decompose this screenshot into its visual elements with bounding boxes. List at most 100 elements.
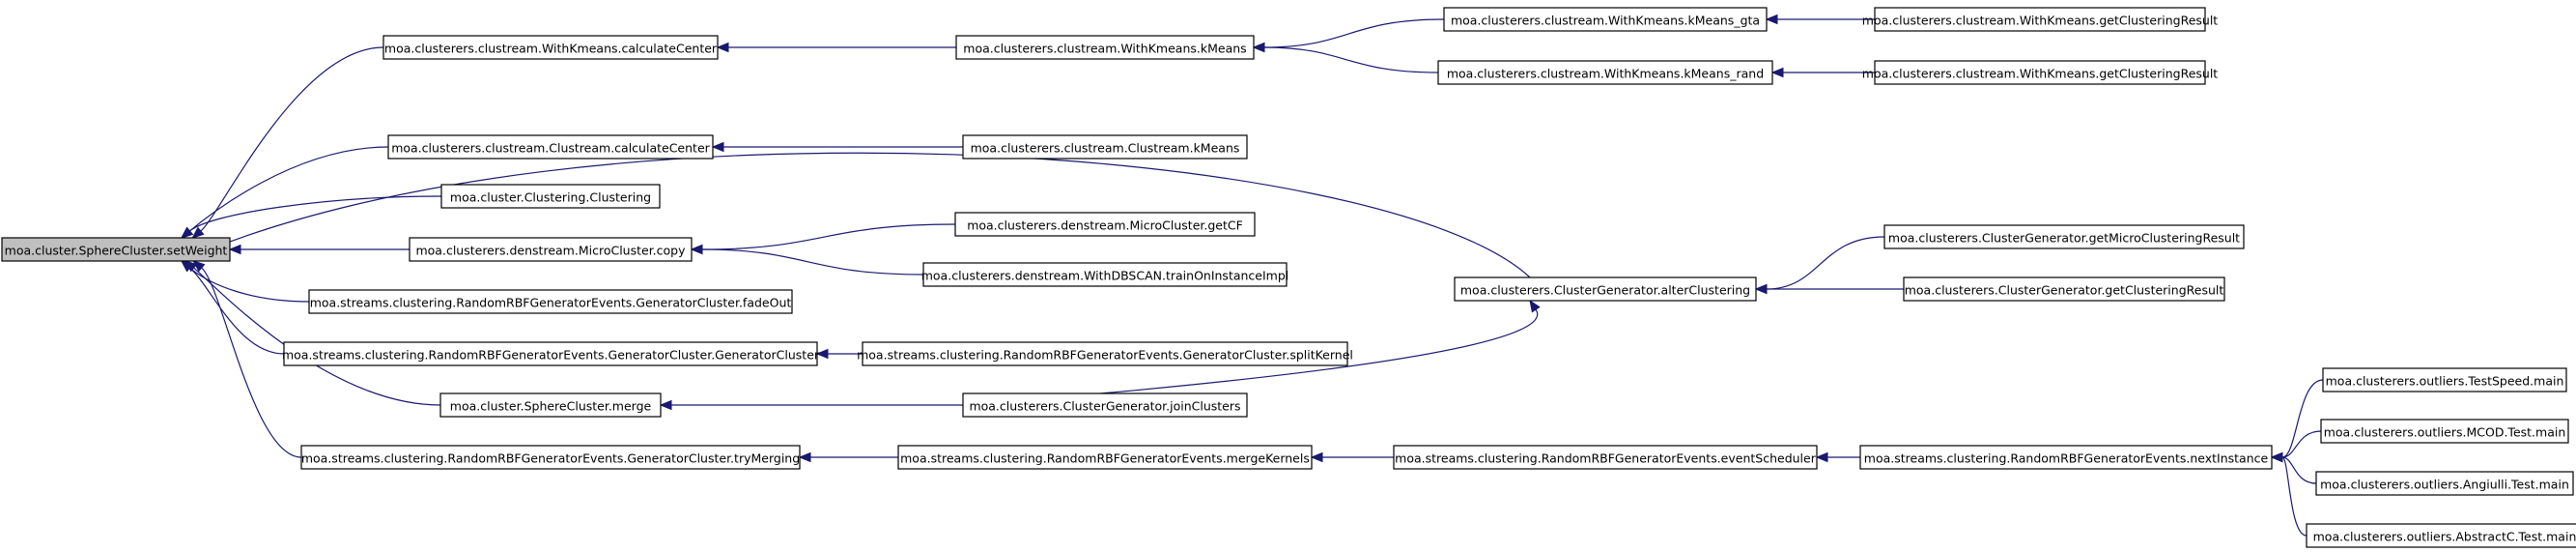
edge-n19-to-n15 [1310,451,1394,463]
edge-line [701,248,924,276]
edge-line [701,223,956,250]
edge-n8-to-n0 [192,260,302,458]
arrowhead [1310,451,1323,463]
node-box [1874,7,2206,32]
node-box [1437,60,1773,85]
node-label: moa.streams.clustering.RandomRBFGenerato… [900,451,1310,466]
edge-n3-to-n0 [180,195,442,239]
node-label: moa.clusterers.outliers.AbstractC.Test.m… [2313,530,2576,544]
nodes-layer: moa.cluster.SphereCluster.setWeight moa.c… [1,7,2576,548]
node-label: moa.clusterers.denstream.MicroCluster.ge… [967,218,1243,233]
caller-node[interactable]: moa.streams.clustering.RandomRBFGenerato… [300,445,801,470]
edge-line [193,267,441,406]
caller-node[interactable]: moa.clusterers.clustream.WithKmeans.kMea… [1443,7,1768,32]
node-box [1393,445,1818,470]
node-box [2322,367,2567,392]
node-label: moa.clusterers.denstream.WithDBSCAN.trai… [921,269,1289,283]
node-label: moa.clusterers.clustream.WithKmeans.calc… [384,42,718,56]
node-label: moa.streams.clustering.RandomRBFGenerato… [282,348,820,363]
node-box [962,392,1248,418]
arrowhead [1765,14,1778,25]
node-label: moa.clusterers.ClusterGenerator.getMicro… [1888,231,2240,246]
caller-node[interactable]: moa.clusterers.ClusterGenerator.joinClus… [962,392,1248,418]
edge-n25-to-n24 [2270,379,2324,463]
node-label: moa.clusterers.clustream.WithKmeans.getC… [1862,67,2219,81]
node-label: moa.clusterers.clustream.WithKmeans.kMea… [963,42,1246,56]
caller-node[interactable]: moa.clusterers.ClusterGenerator.getMicro… [1883,224,2245,249]
caller-node[interactable]: moa.clusterers.outliers.TestSpeed.main [2322,367,2567,392]
edge-n24-to-n19 [1815,451,1860,463]
node-label: moa.clusterers.clustream.Clustream.kMean… [971,141,1240,156]
node-label: moa.streams.clustering.RandomRBFGenerato… [1864,451,2269,466]
edge-n7-to-n0 [184,260,441,406]
node-label: moa.cluster.SphereCluster.setWeight [5,244,228,258]
caller-node[interactable]: moa.streams.clustering.RandomRBFGenerato… [282,341,820,366]
caller-node[interactable]: moa.clusterers.outliers.MCOD.Test.main [2320,419,2569,444]
caller-node[interactable]: moa.clusterers.clustream.WithKmeans.kMea… [1437,60,1773,85]
edge-n11-to-n4 [690,223,956,255]
caller-node[interactable]: moa.clusterers.denstream.WithDBSCAN.trai… [921,262,1289,287]
node-box [382,35,719,60]
edge-n1-to-n0 [191,46,384,239]
caller-node[interactable]: moa.clusterers.clustream.Clustream.calcu… [387,134,714,160]
node-label: moa.streams.clustering.RandomRBFGenerato… [857,348,1353,363]
caller-node[interactable]: moa.streams.clustering.RandomRBFGenerato… [1859,445,2273,470]
arrowhead [798,451,811,463]
node-box [440,184,661,209]
arrowhead [815,348,829,360]
caller-node[interactable]: moa.clusterers.ClusterGenerator.alterClu… [1454,276,1757,302]
node-box [300,445,801,470]
caller-node[interactable]: moa.streams.clustering.RandomRBFGenerato… [897,445,1313,470]
node-label: moa.clusterers.clustream.WithKmeans.kMea… [1447,67,1764,81]
caller-node[interactable]: moa.clusterers.outliers.AbstractC.Test.m… [2306,523,2576,548]
node-label: moa.cluster.SphereCluster.merge [450,399,652,414]
arrowhead [1770,67,1784,78]
edges-layer [180,14,2324,537]
root-node[interactable]: moa.cluster.SphereCluster.setWeight [1,237,231,262]
node-box [1454,276,1757,302]
arrowhead [228,244,241,255]
node-label: moa.clusterers.outliers.MCOD.Test.main [2324,425,2566,440]
node-label: moa.streams.clustering.RandomRBFGenerato… [1395,451,1817,466]
node-box [922,262,1288,287]
caller-node[interactable]: moa.streams.clustering.RandomRBFGenerato… [857,341,1353,366]
edge-line [1263,46,1439,73]
node-label: moa.clusterers.clustream.WithKmeans.kMea… [1451,14,1760,28]
caller-node[interactable]: moa.clusterers.clustream.WithKmeans.getC… [1862,60,2219,85]
node-box [1874,60,2206,85]
edge-n20-to-n16 [1765,14,1875,25]
edge-n14-to-n7 [659,399,963,411]
edge-n16-to-n9 [1252,18,1445,53]
arrowhead [716,42,729,53]
node-box [962,134,1248,160]
caller-node[interactable]: moa.clusterers.denstream.MicroCluster.co… [409,237,693,262]
caller-node[interactable]: moa.cluster.SphereCluster.merge [439,392,662,418]
caller-node[interactable]: moa.clusterers.clustream.WithKmeans.calc… [382,35,719,60]
node-box [1859,445,2273,470]
arrowhead [690,244,703,255]
caller-node[interactable]: moa.streams.clustering.RandomRBFGenerato… [308,289,793,314]
node-box [387,134,714,160]
node-label: moa.clusterers.clustream.WithKmeans.getC… [1862,14,2219,28]
edge-n22-to-n18 [1754,236,1885,295]
caller-node[interactable]: moa.clusterers.clustream.Clustream.kMean… [962,134,1248,160]
arrowhead [2270,451,2283,463]
node-box [955,35,1255,60]
edge-line [200,46,384,232]
caller-node[interactable]: moa.clusterers.clustream.WithKmeans.kMea… [955,35,1255,60]
caller-node[interactable]: moa.clusterers.clustream.WithKmeans.getC… [1862,7,2219,32]
caller-node[interactable]: moa.cluster.Clustering.Clustering [440,184,661,209]
node-box [862,341,1348,366]
edge-n17-to-n9 [1252,42,1439,73]
arrowhead [192,260,206,273]
arrowhead [711,141,724,153]
node-box [1903,276,2225,302]
caller-node[interactable]: moa.clusterers.ClusterGenerator.getClust… [1903,276,2225,302]
caller-node[interactable]: moa.streams.clustering.RandomRBFGenerato… [1393,445,1818,470]
caller-node[interactable]: moa.clusterers.denstream.MicroCluster.ge… [954,212,1256,237]
edge-n28-to-n24 [2270,451,2307,537]
edge-n18-to-n0 [180,152,1531,278]
node-label: moa.streams.clustering.RandomRBFGenerato… [310,296,792,310]
caller-node[interactable]: moa.clusterers.outliers.Angiulli.Test.ma… [2315,471,2574,496]
edge-line [1263,18,1445,48]
